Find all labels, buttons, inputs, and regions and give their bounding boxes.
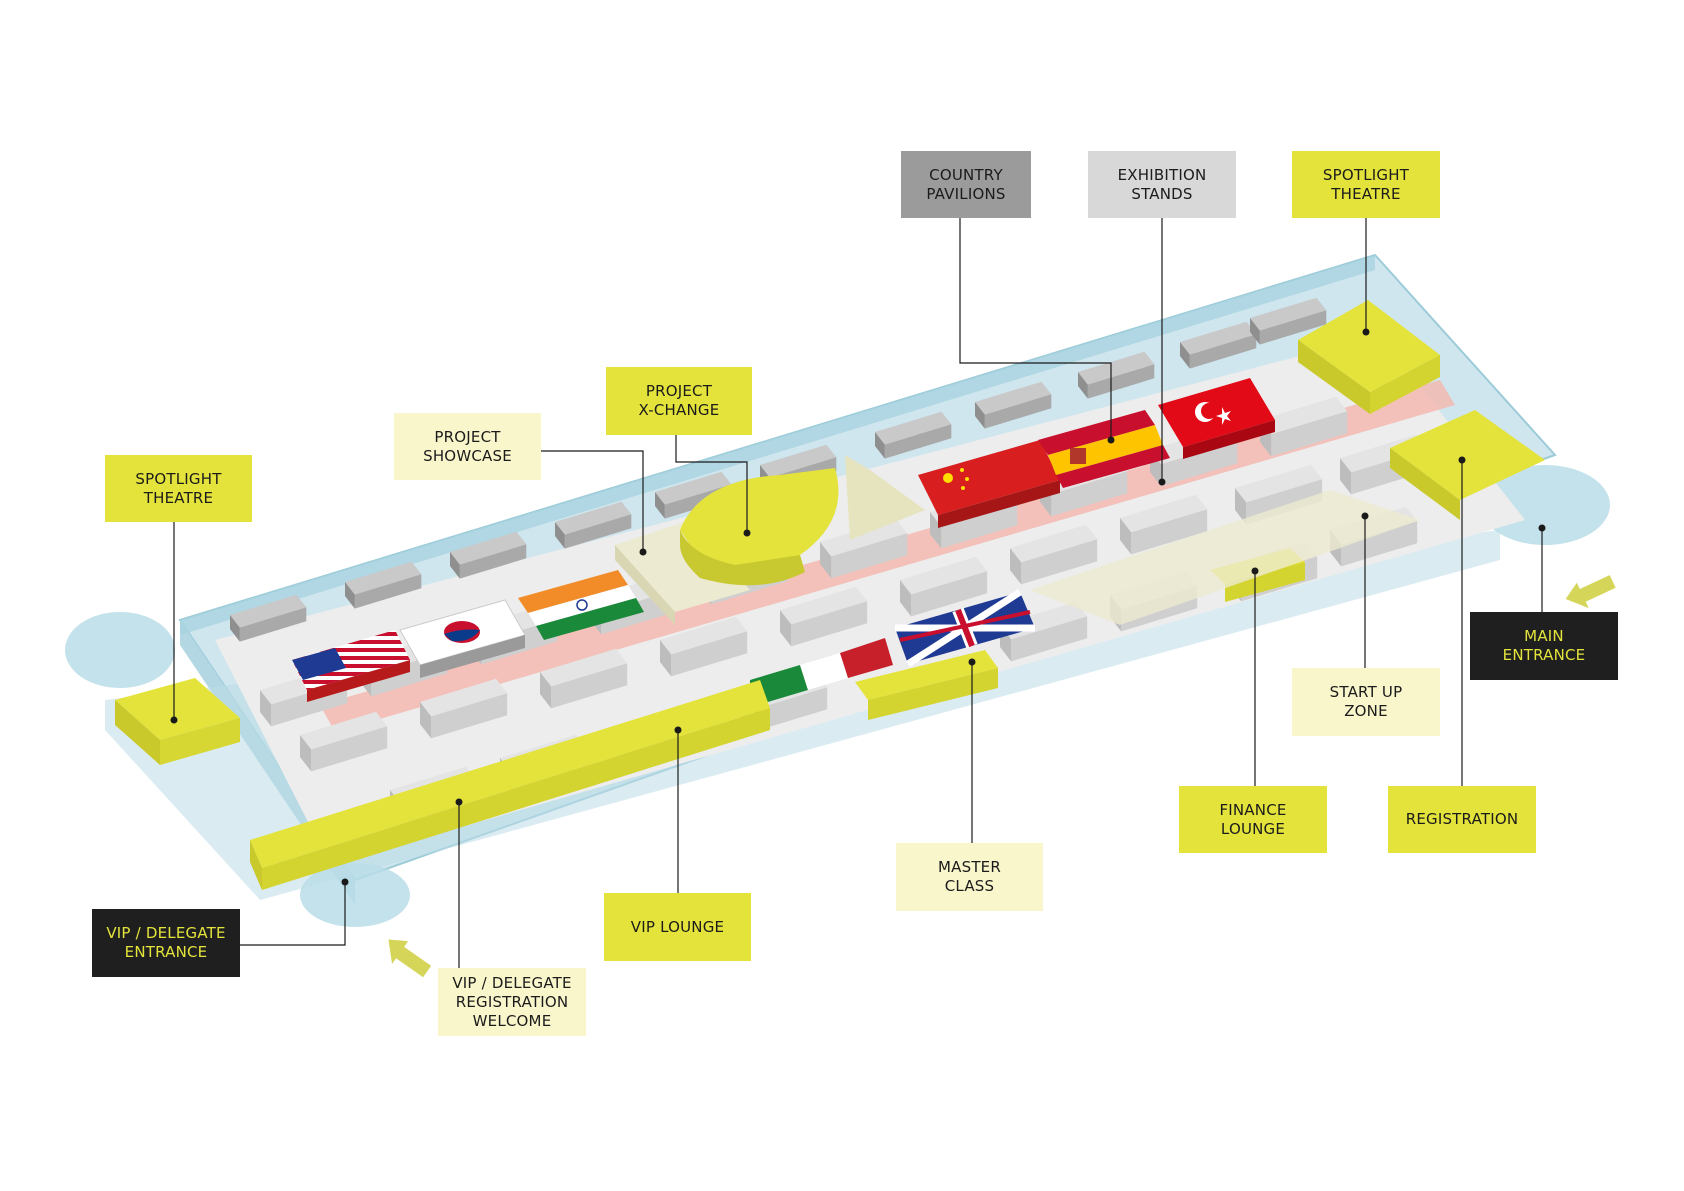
- leader-project-xchange: [675, 435, 748, 533]
- stand-1-1: [420, 678, 508, 739]
- stand-1-3: [660, 616, 748, 677]
- vip-entrance-arrow: [388, 939, 432, 978]
- start-up-zone-area: [1030, 490, 1420, 625]
- label-registration: REGISTRATION: [1388, 786, 1536, 853]
- korea-flag: [399, 599, 526, 678]
- back-stand-7: [975, 381, 1052, 429]
- stand-1-0: [300, 711, 388, 772]
- leader-project-showcase: [540, 450, 644, 552]
- stand-1-7: [1120, 494, 1208, 555]
- rotunda-left: [65, 612, 175, 688]
- label-project-xchange: PROJECT X-CHANGE: [606, 367, 752, 435]
- stand-1-2: [540, 648, 628, 709]
- spain-flag: [1038, 410, 1170, 488]
- back-stand-3: [555, 501, 632, 549]
- vip-lounge-block: [250, 680, 770, 890]
- stand-1-5: [900, 556, 988, 617]
- leader-country-pavilions: [959, 217, 1112, 440]
- back-stand-6: [875, 411, 952, 459]
- registration-block: [1390, 410, 1545, 520]
- leader-lines: [170, 217, 1546, 968]
- turkey-flag: [1158, 378, 1275, 459]
- stand-1-6: [1010, 524, 1098, 585]
- spotlight-theatre-left-block: [115, 678, 240, 765]
- spotlight-theatre-right-block: [1298, 300, 1440, 414]
- yellow-feature-blocks: [115, 300, 1545, 890]
- label-main-entrance: MAIN ENTRANCE: [1470, 612, 1618, 680]
- label-vip-lounge: VIP LOUNGE: [604, 893, 751, 961]
- label-project-showcase: PROJECT SHOWCASE: [394, 413, 541, 480]
- label-vip-delegate-entrance: VIP / DELEGATE ENTRANCE: [92, 909, 240, 977]
- label-exhibition-stands: EXHIBITION STANDS: [1088, 151, 1236, 218]
- label-finance-lounge: FINANCE LOUNGE: [1179, 786, 1327, 853]
- label-country-pavilions: COUNTRY PAVILIONS: [901, 151, 1031, 218]
- india-flag: [518, 570, 644, 640]
- usa-flag: [292, 630, 410, 702]
- back-stand-8: [1078, 351, 1155, 399]
- project-xchange-area: [680, 455, 925, 586]
- china-flag: [918, 440, 1060, 528]
- label-spotlight-theatre-right: SPOTLIGHT THEATRE: [1292, 151, 1440, 218]
- label-start-up-zone: START UP ZONE: [1292, 668, 1440, 736]
- back-stand-10: [1250, 297, 1327, 345]
- uk-flag: [895, 589, 1035, 667]
- leader-vip-entrance: [240, 882, 346, 946]
- label-vip-delegate-registration: VIP / DELEGATE REGISTRATION WELCOME: [438, 968, 586, 1036]
- stand-1-4: [780, 586, 868, 647]
- project-showcase-area: [615, 520, 750, 625]
- label-master-class: MASTER CLASS: [896, 843, 1043, 911]
- master-class-block: [855, 650, 998, 720]
- back-stand-2: [450, 531, 527, 579]
- main-entrance-arrow: [1565, 575, 1616, 609]
- back-stand-9: [1180, 321, 1257, 369]
- rotunda-right: [1480, 465, 1610, 545]
- back-stand-0: [230, 594, 307, 642]
- back-stand-1: [345, 561, 422, 609]
- label-spotlight-theatre-left: SPOTLIGHT THEATRE: [105, 455, 252, 522]
- stand-0-5: [820, 518, 908, 579]
